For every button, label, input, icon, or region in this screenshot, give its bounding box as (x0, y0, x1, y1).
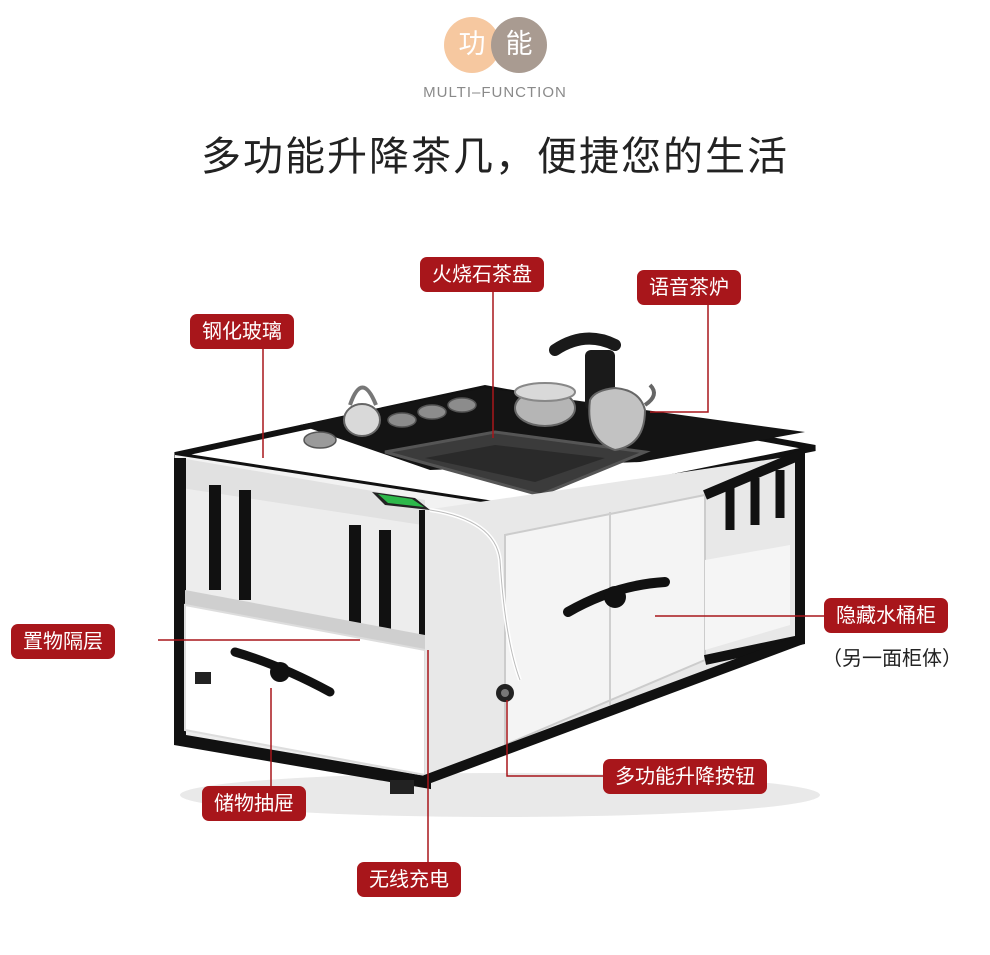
subtitle: MULTI–FUNCTION (423, 84, 567, 101)
callout-tempered-glass: 钢化玻璃 (190, 314, 294, 349)
callout-tea-tray: 火烧石茶盘 (420, 257, 544, 292)
callout-drawer: 储物抽屉 (202, 786, 306, 821)
callout-water-cabinet-note: （另一面柜体） (822, 646, 962, 670)
callout-water-cabinet: 隐藏水桶柜 (824, 598, 948, 633)
callout-wireless-charging: 无线充电 (357, 862, 461, 897)
headline: 多功能升降茶几，便捷您的生活 (201, 134, 789, 180)
badge-left: 功 (444, 17, 500, 73)
callout-lift-button: 多功能升降按钮 (603, 759, 767, 794)
badge-right: 能 (491, 17, 547, 73)
callout-shelf: 置物隔层 (11, 624, 115, 659)
callout-voice-stove: 语音茶炉 (637, 270, 741, 305)
